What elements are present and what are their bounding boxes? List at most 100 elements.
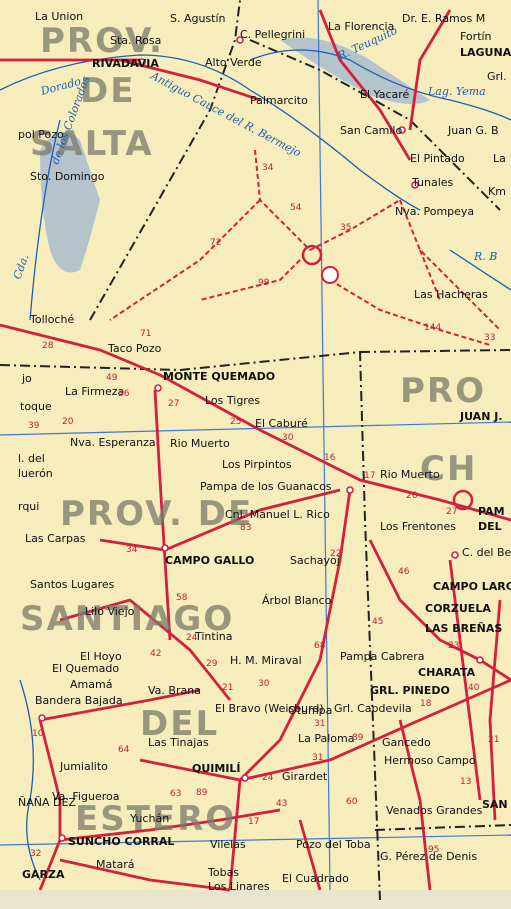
route-number: 33 bbox=[484, 333, 495, 343]
route-number: 13 bbox=[460, 777, 471, 787]
town-label: G. Pérez de Denis bbox=[380, 850, 477, 863]
town-label: El Pintado bbox=[410, 152, 465, 165]
town-label: El Caburé bbox=[255, 417, 308, 430]
province-label: DE bbox=[80, 71, 135, 111]
province-label: DEL bbox=[140, 704, 219, 744]
province-label: PROV. DE bbox=[60, 494, 253, 534]
route-number: 21 bbox=[222, 683, 233, 693]
route-number: 34 bbox=[126, 545, 138, 555]
province-label: SALTA bbox=[30, 124, 154, 164]
town-label: La Union bbox=[35, 10, 83, 23]
town-label: Gancedo bbox=[382, 736, 431, 749]
town-label: Vilelas bbox=[210, 838, 246, 851]
route-number: 30 bbox=[258, 679, 270, 689]
town-label: jo bbox=[21, 372, 32, 385]
route-number: 72 bbox=[210, 238, 221, 248]
town-label: Yuchán bbox=[129, 812, 169, 825]
town-label: Los Pirpintos bbox=[222, 458, 292, 471]
route-number: 64 bbox=[118, 745, 130, 755]
town-label: QUIMILÍ bbox=[192, 762, 241, 775]
town-label: Bandera Bajada bbox=[35, 694, 123, 707]
town-label: Grl. bbox=[487, 70, 507, 83]
route-number: 32 bbox=[30, 849, 41, 859]
route-number: 16 bbox=[324, 453, 336, 463]
town-label: Lilo Viejo bbox=[85, 605, 135, 618]
province-labels: PROV. DE SALTA PROV. DE SANTIAGO DEL EST… bbox=[20, 21, 486, 839]
town-label: El Bravo (Weisburd) bbox=[215, 702, 324, 715]
town-labels: La Union S. Agustín Sta. Rosa RIVADAVIA … bbox=[18, 10, 511, 893]
province-label: PROV. bbox=[40, 21, 164, 61]
route-number: 18 bbox=[420, 699, 432, 709]
town-label: GRL. PINEDO bbox=[370, 684, 450, 697]
route-number: 31 bbox=[314, 719, 325, 729]
route-number: 99 bbox=[258, 278, 270, 288]
town-label: Los Frentones bbox=[380, 520, 456, 533]
town-label: El Hoyo bbox=[80, 650, 122, 663]
route-number: 30 bbox=[282, 433, 294, 443]
town-label: CAMPO GALLO bbox=[165, 554, 254, 567]
province-label: ESTERO bbox=[75, 799, 236, 839]
town-label: luerón bbox=[18, 467, 53, 480]
route-number: 10 bbox=[32, 729, 44, 739]
town-label: Cnl. Manuel L. Rico bbox=[225, 508, 330, 521]
town-label: Sta. Rosa bbox=[110, 34, 161, 47]
route-number: 63 bbox=[170, 789, 181, 799]
rivers bbox=[0, 49, 511, 881]
route-number: 24 bbox=[262, 773, 274, 783]
town-label: LAS BREÑAS bbox=[425, 622, 502, 635]
town-label: Tintina bbox=[194, 630, 233, 643]
route-number: 34 bbox=[262, 163, 274, 173]
town-label: MONTE QUEMADO bbox=[163, 370, 275, 383]
town-label: Sachayoj bbox=[290, 554, 340, 567]
town-label: Las Hacheras bbox=[414, 288, 488, 301]
route-number: 29 bbox=[206, 659, 218, 669]
route-number: 25 bbox=[230, 417, 241, 427]
province-label: SANTIAGO bbox=[20, 599, 234, 639]
town-label: rqui bbox=[18, 500, 39, 513]
town-label: Matará bbox=[96, 858, 135, 871]
town-label: Los Tigres bbox=[205, 394, 260, 407]
town-label: l. del bbox=[18, 452, 45, 465]
town-label: Nva. Esperanza bbox=[70, 436, 156, 449]
town-label: Va. Figueroa bbox=[52, 790, 119, 803]
route-number: 89 bbox=[196, 788, 208, 798]
town-label: PAM bbox=[478, 505, 505, 518]
secondary-roads bbox=[109, 149, 501, 346]
route-number: 35 bbox=[340, 223, 351, 233]
town-label: La bbox=[493, 152, 506, 165]
route-number: 49 bbox=[106, 373, 118, 383]
route-number: 23 bbox=[448, 641, 459, 651]
route-number: 26 bbox=[406, 491, 418, 501]
town-label: Las Tinajas bbox=[148, 736, 209, 749]
town-label: Nva. Pompeya bbox=[395, 205, 474, 218]
route-number: 89 bbox=[352, 733, 364, 743]
marsh-area bbox=[40, 37, 430, 273]
town-label: Tolloché bbox=[29, 313, 74, 326]
town-label: Alto Verde bbox=[205, 56, 262, 69]
route-number: 36 bbox=[118, 389, 130, 399]
town-label: El Yacaré bbox=[360, 88, 410, 101]
route-number: 95 bbox=[428, 845, 439, 855]
town-label: toque bbox=[20, 400, 52, 413]
town-label: Santos Lugares bbox=[30, 578, 115, 591]
town-label: Pozo del Toba bbox=[296, 838, 371, 851]
river-label: R. B bbox=[473, 250, 497, 263]
route-numbers: 16 89 89 95 34 54 35 72 99 71 144 33 28 … bbox=[28, 163, 499, 859]
town-label: ÑAÑA DEZ bbox=[18, 796, 76, 809]
town-label: Rio Muerto bbox=[170, 437, 230, 450]
town-label: San Camilo bbox=[340, 124, 402, 137]
route-number: 24 bbox=[186, 633, 198, 643]
route-number: 40 bbox=[468, 683, 480, 693]
town-label: JUAN J. bbox=[459, 410, 503, 423]
town-label: Rio Muerto bbox=[380, 468, 440, 481]
town-label: Los Linares bbox=[208, 880, 270, 893]
town-label: Taco Pozo bbox=[107, 342, 162, 355]
province-label: PRO bbox=[400, 371, 486, 411]
town-label: pol Pozo bbox=[18, 128, 64, 141]
town-label: Las Carpas bbox=[25, 532, 86, 545]
town-label: Va. Brana bbox=[148, 684, 201, 697]
town-label: Dr. E. Ramos M bbox=[402, 12, 485, 25]
main-roads bbox=[0, 9, 511, 892]
